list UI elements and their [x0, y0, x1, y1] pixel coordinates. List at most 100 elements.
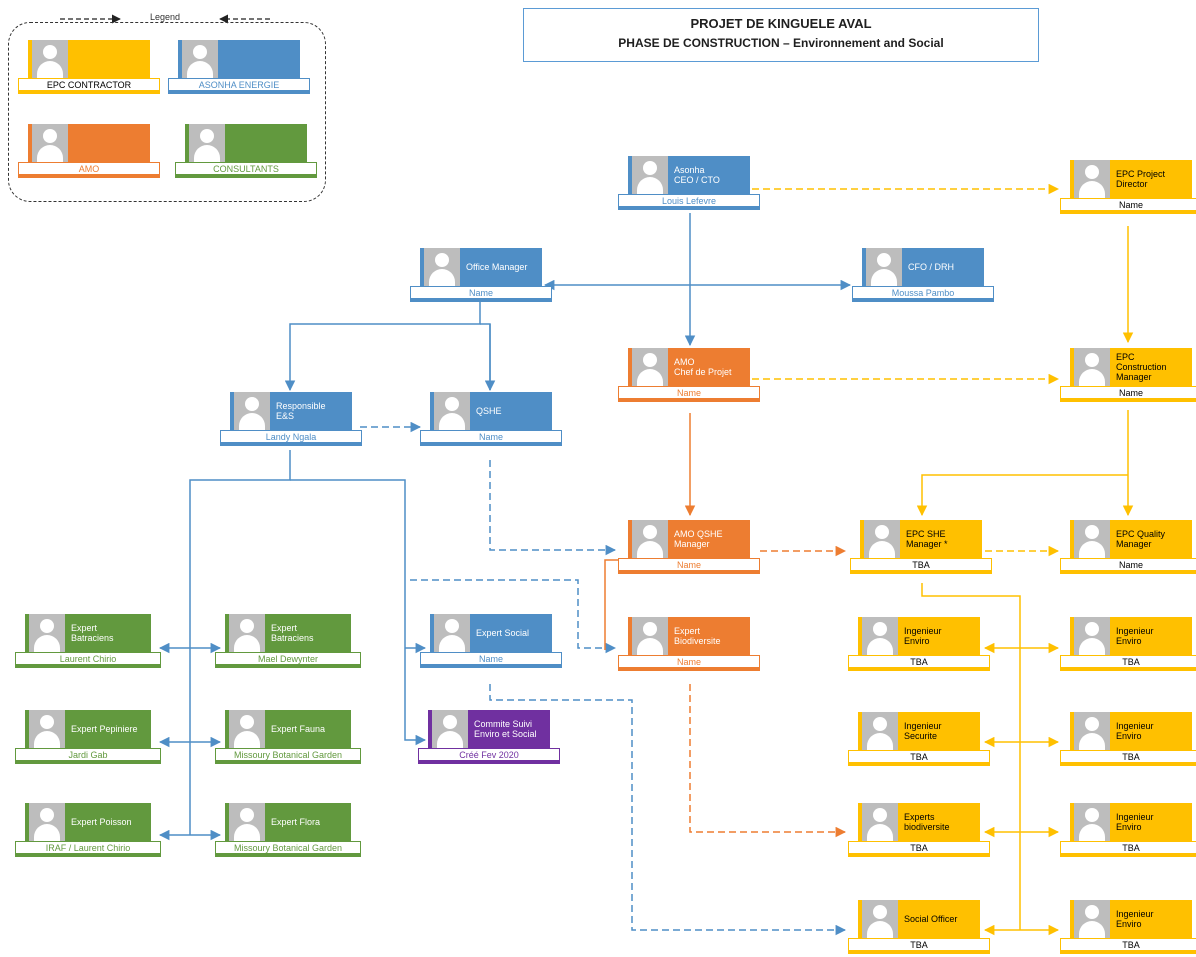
node-name: TBA	[1060, 655, 1196, 671]
node-name: Name	[618, 386, 760, 402]
node-commite: Commite Suivi Enviro et Social Créé Fev …	[418, 710, 560, 766]
node-header: QSHE	[430, 392, 552, 430]
legend-label: Legend	[150, 12, 181, 22]
person-avatar-icon	[29, 803, 65, 841]
node-header: Expert Batraciens	[25, 614, 151, 652]
node-header: Office Manager	[420, 248, 542, 286]
person-avatar-icon	[632, 520, 668, 558]
node-header: Expert Fauna	[225, 710, 351, 748]
person-avatar-icon	[234, 392, 270, 430]
node-name: Name	[410, 286, 552, 302]
node-header: Ingenieur Enviro	[1070, 617, 1192, 655]
node-role: Expert Flora	[271, 817, 321, 827]
node-name: Name	[1060, 386, 1196, 402]
node-role: EPC Construction Manager	[1116, 352, 1167, 382]
node-expert-pepiniere: Expert Pepiniere Jardi Gab	[15, 710, 161, 766]
node-name: Missoury Botanical Garden	[215, 748, 361, 764]
person-avatar-icon	[32, 124, 68, 162]
person-avatar-icon	[862, 900, 898, 938]
person-avatar-icon	[1074, 900, 1110, 938]
node-header: Ingenieur Securite	[858, 712, 980, 750]
node-role: Experts biodiversite	[904, 812, 950, 832]
node-amo-chef: AMO Chef de Projet Name	[618, 348, 760, 404]
node-header: Ingenieur Enviro	[1070, 803, 1192, 841]
person-avatar-icon	[1074, 348, 1110, 386]
node-ing-enviro-1: Ingenieur Enviro TBA	[848, 617, 990, 673]
node-ing-enviro-3: Ingenieur Enviro TBA	[1060, 712, 1196, 768]
node-header	[28, 40, 150, 78]
node-role: Social Officer	[904, 914, 958, 924]
node-ing-securite: Ingenieur Securite TBA	[848, 712, 990, 768]
node-role: Expert Pepiniere	[71, 724, 138, 734]
node-header: EPC Quality Manager	[1070, 520, 1192, 558]
node-responsible-es: Responsible E&S Landy Ngala	[220, 392, 362, 448]
person-avatar-icon	[424, 248, 460, 286]
node-expert-poisson: Expert Poisson IRAF / Laurent Chirio	[15, 803, 161, 859]
node-name: TBA	[848, 750, 990, 766]
node-expert-fauna: Expert Fauna Missoury Botanical Garden	[215, 710, 361, 766]
node-role: QSHE	[476, 406, 502, 416]
legend-label-asonha: ASONHA ENERGIE	[168, 78, 310, 94]
node-name: Name	[420, 652, 562, 668]
node-header: Expert Flora	[225, 803, 351, 841]
person-avatar-icon	[862, 712, 898, 750]
legend-amo: AMO	[18, 124, 160, 180]
node-expert-social: Expert Social Name	[420, 614, 562, 670]
legend-label-amo: AMO	[18, 162, 160, 178]
node-role: Ingenieur Enviro	[1116, 812, 1154, 832]
node-role: Expert Social	[476, 628, 530, 638]
node-office-manager: Office Manager Name	[410, 248, 552, 304]
node-header: Commite Suivi Enviro et Social	[428, 710, 550, 748]
node-name: Laurent Chirio	[15, 652, 161, 668]
person-avatar-icon	[432, 710, 468, 748]
person-avatar-icon	[1074, 160, 1110, 198]
legend-epc-contractor: EPC CONTRACTOR	[18, 40, 160, 96]
node-header	[178, 40, 300, 78]
legend-asonha-energie: ASONHA ENERGIE	[168, 40, 310, 96]
chart-title-line2: PHASE DE CONSTRUCTION – Environnement an…	[618, 36, 944, 50]
node-ing-enviro-5: Ingenieur Enviro TBA	[1060, 900, 1196, 956]
node-role: AMO Chef de Projet	[674, 357, 732, 377]
person-avatar-icon	[864, 520, 900, 558]
node-header: Expert Batraciens	[225, 614, 351, 652]
node-name: Name	[420, 430, 562, 446]
node-experts-biodiversite: Experts biodiversite TBA	[848, 803, 990, 859]
legend-box	[8, 22, 326, 202]
node-role: Office Manager	[466, 262, 528, 272]
person-avatar-icon	[182, 40, 218, 78]
person-avatar-icon	[866, 248, 902, 286]
person-avatar-icon	[1074, 712, 1110, 750]
node-ing-enviro-4: Ingenieur Enviro TBA	[1060, 803, 1196, 859]
node-header: Ingenieur Enviro	[858, 617, 980, 655]
node-header: Experts biodiversite	[858, 803, 980, 841]
person-avatar-icon	[1074, 617, 1110, 655]
legend-label-epc: EPC CONTRACTOR	[18, 78, 160, 94]
node-role: Ingenieur Enviro	[1116, 721, 1154, 741]
node-role: Expert Batraciens	[71, 623, 114, 643]
person-avatar-icon	[229, 710, 265, 748]
person-avatar-icon	[632, 156, 668, 194]
node-header: Ingenieur Enviro	[1070, 712, 1192, 750]
person-avatar-icon	[434, 392, 470, 430]
legend-consultants: CONSULTANTS	[175, 124, 317, 180]
node-name: Name	[1060, 198, 1196, 214]
node-header: Responsible E&S	[230, 392, 352, 430]
node-header: Ingenieur Enviro	[1070, 900, 1192, 938]
node-expert-batraciens-1: Expert Batraciens Laurent Chirio	[15, 614, 161, 670]
person-avatar-icon	[862, 803, 898, 841]
chart-title: PROJET DE KINGUELE AVAL PHASE DE CONSTRU…	[523, 8, 1039, 62]
node-expert-batraciens-2: Expert Batraciens Mael Dewynter	[215, 614, 361, 670]
node-role: Expert Biodiversite	[674, 626, 721, 646]
node-role: Ingenieur Securite	[904, 721, 942, 741]
node-role: EPC Project Director	[1116, 169, 1166, 189]
node-name: TBA	[848, 655, 990, 671]
node-name: Name	[618, 558, 760, 574]
person-avatar-icon	[632, 617, 668, 655]
node-header: Expert Biodiversite	[628, 617, 750, 655]
node-header: AMO Chef de Projet	[628, 348, 750, 386]
node-role: Ingenieur Enviro	[904, 626, 942, 646]
node-name: Louis Lefevre	[618, 194, 760, 210]
node-qshe: QSHE Name	[420, 392, 562, 448]
person-avatar-icon	[862, 617, 898, 655]
